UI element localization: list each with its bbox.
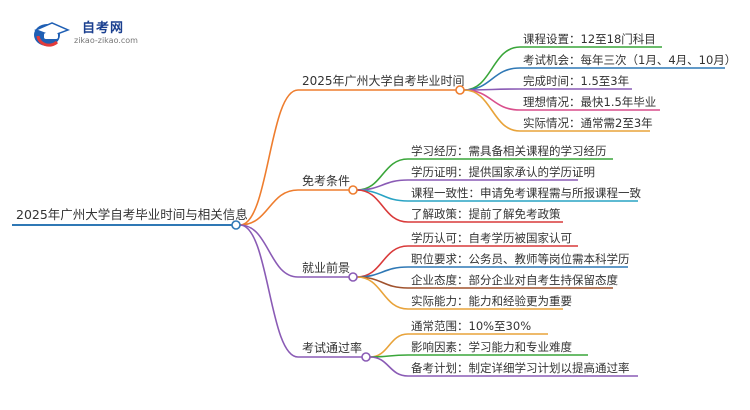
graduation-cap-icon <box>34 22 70 47</box>
branch-node-handle[interactable] <box>455 85 465 95</box>
leaf-node-label: 课程一致性：申请免考课程需与所报课程一致 <box>411 186 641 200</box>
site-logo: 自考网 zikao-zikao.com <box>30 16 140 50</box>
leaf-node-label: 实际情况：通常需2至3年 <box>523 116 653 130</box>
branch-to-leaf-connector <box>369 333 409 358</box>
leaf-node-label: 企业态度：部分企业对自考生持保留态度 <box>411 273 618 287</box>
leaf-node-label: 了解政策：提前了解免考政策 <box>411 207 561 221</box>
branch-node-label: 考试通过率 <box>302 340 362 355</box>
leaf-node-label: 通常范围：10%至30% <box>411 319 531 333</box>
branch-to-leaf-connector <box>463 89 521 132</box>
leaf-node-label: 学习经历：需具备相关课程的学习经历 <box>411 144 607 158</box>
branch-to-leaf-connector <box>356 276 409 310</box>
leaf-node-label: 学历证明：提供国家承认的学历证明 <box>411 165 595 179</box>
branch-node-label: 就业前景 <box>302 260 350 275</box>
root-node-handle[interactable] <box>231 220 241 230</box>
leaf-node-label: 实际能力：能力和经验更为重要 <box>411 294 572 308</box>
logo-url: zikao-zikao.com <box>74 36 138 45</box>
leaf-node-label: 职位要求：公务员、教师等岗位需本科学历 <box>411 252 630 266</box>
root-node-label: 2025年广州大学自考毕业时间与相关信息 <box>16 207 248 222</box>
leaf-node-label: 完成时间：1.5至3年 <box>523 74 629 88</box>
root-to-branch-connector <box>239 224 299 358</box>
root-to-branch-connector <box>239 224 299 278</box>
leaf-node-label: 学历认可：自考学历被国家认可 <box>411 231 572 245</box>
leaf-node-label: 影响因素：学习能力和专业难度 <box>411 340 572 354</box>
branch-to-leaf-connector <box>369 356 409 377</box>
leaf-node-label: 考试机会：每年三次（1月、4月、10月） <box>523 53 736 67</box>
leaf-node-label: 理想情况：最快1.5年毕业 <box>523 95 656 109</box>
logo-title: 自考网 <box>82 21 125 36</box>
root-to-branch-connector <box>239 89 299 226</box>
leaf-node-label: 课程设置：12至18门科目 <box>523 32 656 46</box>
branch-node-label: 2025年广州大学自考毕业时间 <box>302 73 465 88</box>
root-to-branch-connector <box>239 189 299 226</box>
branch-node-handle[interactable] <box>348 272 358 282</box>
leaf-node-label: 备考计划：制定详细学习计划以提高通过率 <box>411 361 630 375</box>
branch-node-label: 免考条件 <box>302 173 350 188</box>
branch-to-leaf-connector <box>463 89 521 111</box>
branch-to-leaf-connector <box>463 67 521 91</box>
branch-node-handle[interactable] <box>348 185 358 195</box>
branch-to-leaf-connector <box>356 189 409 223</box>
branch-node-handle[interactable] <box>361 352 371 362</box>
